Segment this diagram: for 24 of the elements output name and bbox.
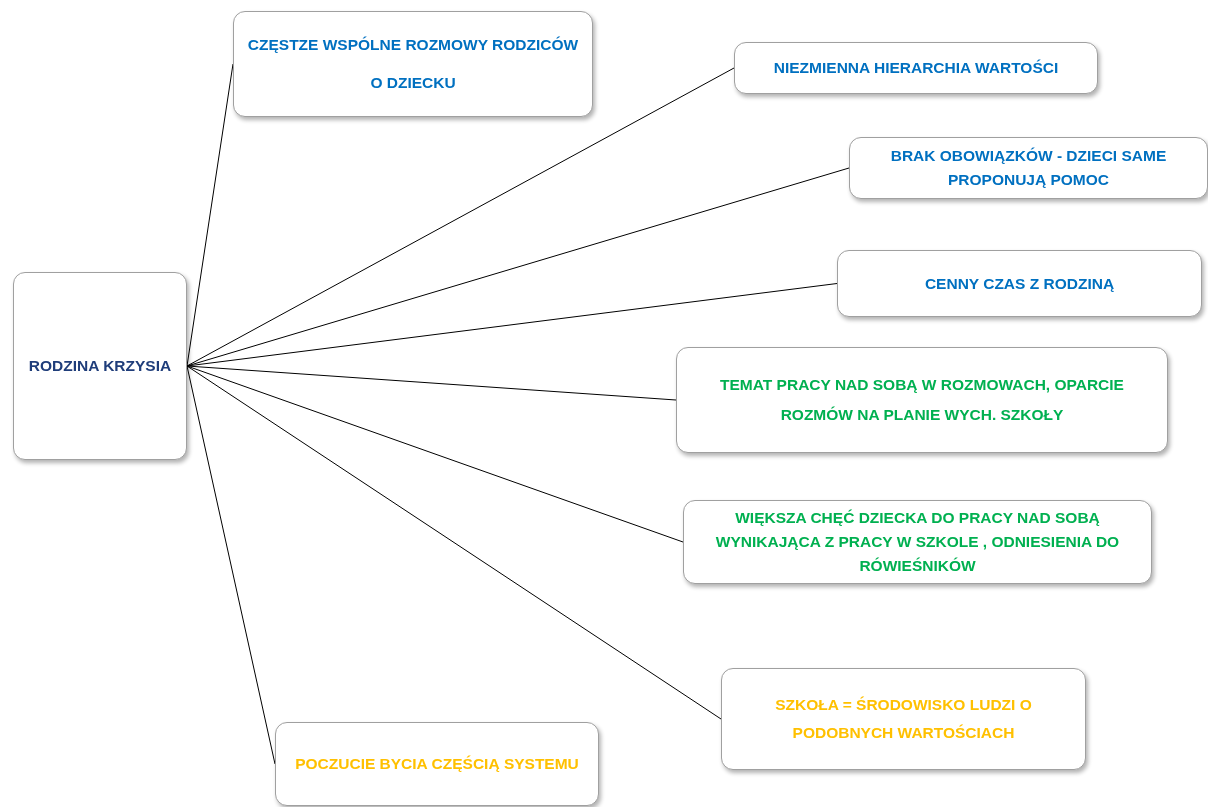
rounded-box xyxy=(837,250,1202,317)
connector-line xyxy=(186,283,838,367)
rounded-box xyxy=(683,500,1152,584)
connector-line xyxy=(186,365,684,543)
node-text: BRAK OBOWIĄZKÓW - DZIECI SAME PROPONUJĄ POMOC xyxy=(889,146,1168,190)
node-text: NIEZMIENNA HIERARCHIA WARTOŚCI xyxy=(773,58,1059,78)
connector-line xyxy=(186,365,722,720)
connector-line xyxy=(186,365,677,401)
node-text: SZKOŁA = ŚRODOWISKO LUDZI O PODOBNYCH WARTOŚCIACH xyxy=(774,695,1033,743)
node-text: RODZINA KRZYSIA xyxy=(28,356,172,376)
node-text: TEMAT PRACY NAD SOBĄ W ROZMOWACH, OPARCIE ROZMÓW NA PLANIE WYCH. SZKOŁY xyxy=(719,375,1125,425)
rounded-box xyxy=(275,722,599,806)
connector-line xyxy=(186,67,735,367)
connector-line xyxy=(186,365,276,765)
rounded-box xyxy=(734,42,1098,94)
rounded-box xyxy=(849,137,1208,199)
node-text: POCZUCIE BYCIA CZĘŚCIĄ SYSTEMU xyxy=(295,754,579,774)
rounded-box xyxy=(13,272,187,460)
rounded-box xyxy=(233,11,593,117)
node-text: CENNY CZAS Z RODZINĄ xyxy=(924,273,1115,294)
rounded-box xyxy=(721,668,1086,770)
node-text: WIĘKSZA CHĘĆ DZIECKA DO PRACY NAD SOBĄ WYNIKAJĄCA Z PRACY W SZKOLE , ODNIESIENIA DO RÓWIEŚNIKÓW xyxy=(714,508,1121,576)
node-text: CZĘSTZE WSPÓLNE ROZMOWY RODZICÓW O DZIECKU xyxy=(246,35,580,93)
rounded-box xyxy=(676,347,1168,453)
